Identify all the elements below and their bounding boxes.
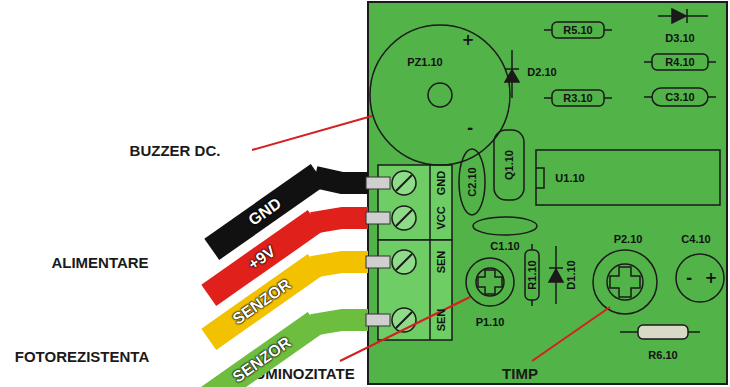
wire: [312, 218, 368, 223]
part-name: D1.10: [565, 260, 577, 289]
wire: [312, 262, 368, 267]
circuit-board: [368, 2, 727, 384]
buzzer-symbol: [370, 25, 510, 165]
part-name: U1.10: [555, 172, 584, 184]
part-name: R5.10: [563, 24, 592, 36]
callout-label: TIMP: [502, 365, 538, 382]
part-name: P1.10: [476, 316, 505, 328]
part-name: R4.10: [665, 56, 694, 68]
pin-name: SEN: [435, 251, 447, 274]
polarity-mark: +: [462, 31, 475, 49]
callout-label: BUZZER DC.: [130, 142, 221, 159]
part-name: C3.10: [665, 91, 694, 103]
wire-tip: [366, 314, 390, 326]
wire-tails: [312, 177, 390, 326]
wire-tip: [366, 212, 390, 224]
pin-name: GND: [435, 171, 447, 195]
part-name: Q1.10: [503, 150, 515, 180]
polarity-mark: -: [686, 269, 692, 287]
part-name: C4.10: [681, 233, 710, 245]
wire-label: +9V: [245, 242, 279, 273]
wire-label: GND: [245, 194, 284, 229]
part-name: D2.10: [527, 66, 556, 78]
wire-tip: [366, 177, 390, 189]
pin-name: VCC: [435, 206, 447, 229]
part-name: P2.10: [614, 233, 643, 245]
part-name: C1.10: [490, 240, 519, 252]
part-name: R1.10: [526, 260, 538, 289]
polarity-mark: +: [705, 269, 718, 287]
component-outlines: [459, 9, 724, 339]
part-name: D3.10: [665, 32, 694, 44]
part-name: R6.10: [648, 349, 677, 361]
wire: [312, 320, 368, 325]
polarity-mark: -: [467, 119, 473, 137]
part-name: C2.10: [466, 167, 478, 196]
pin-name: SEN: [435, 309, 447, 332]
callout-label: FOTOREZISTENTA: [15, 348, 149, 365]
wire-tip: [366, 256, 390, 268]
callout-label: ALIMENTARE: [51, 254, 148, 271]
part-name: R3.10: [563, 92, 592, 104]
part-name: PZ1.10: [407, 56, 442, 68]
